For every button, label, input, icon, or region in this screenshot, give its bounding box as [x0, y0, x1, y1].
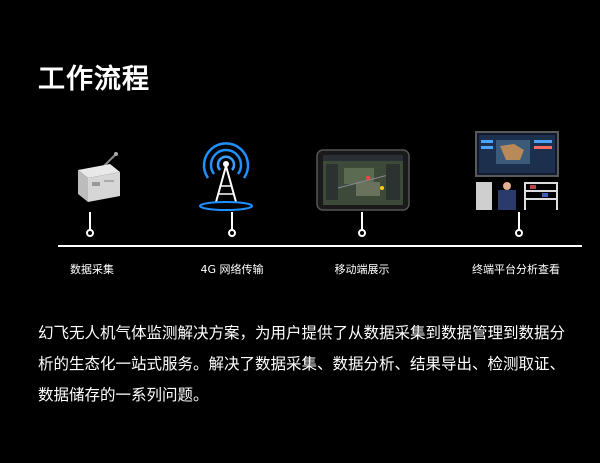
timeline-connector — [361, 212, 363, 234]
timeline-node — [358, 229, 366, 237]
tablet-map-icon — [316, 149, 410, 211]
stage-data-collection-image — [72, 150, 124, 208]
monitor-workstation-icon — [475, 131, 559, 210]
page-title: 工作流程 — [38, 64, 150, 95]
signal-tower-icon — [199, 142, 253, 211]
description-paragraph: 幻飞无人机气体监测解决方案，为用户提供了从数据采集到数据管理到数据分析的生态化一… — [38, 324, 566, 404]
timeline-node — [228, 229, 236, 237]
timeline-node — [515, 229, 523, 237]
timeline-line — [58, 245, 582, 247]
timeline-connector — [89, 212, 91, 234]
timeline-node — [86, 229, 94, 237]
timeline-connector — [231, 212, 233, 234]
stage-label-mobile-display: 移动端展示 — [334, 263, 390, 276]
timeline-connector — [518, 212, 520, 234]
gas-sensor-device-icon — [78, 152, 120, 202]
stage-label-data-collection: 数据采集 — [70, 263, 114, 276]
stage-label-terminal-analysis: 终端平台分析查看 — [472, 263, 560, 276]
stage-terminal-analysis-image — [474, 130, 560, 212]
stage-network-transmission-image — [194, 138, 258, 212]
stage-mobile-display-image — [316, 148, 410, 212]
stage-label-network-transmission: 4G 网络传输 — [200, 263, 264, 276]
